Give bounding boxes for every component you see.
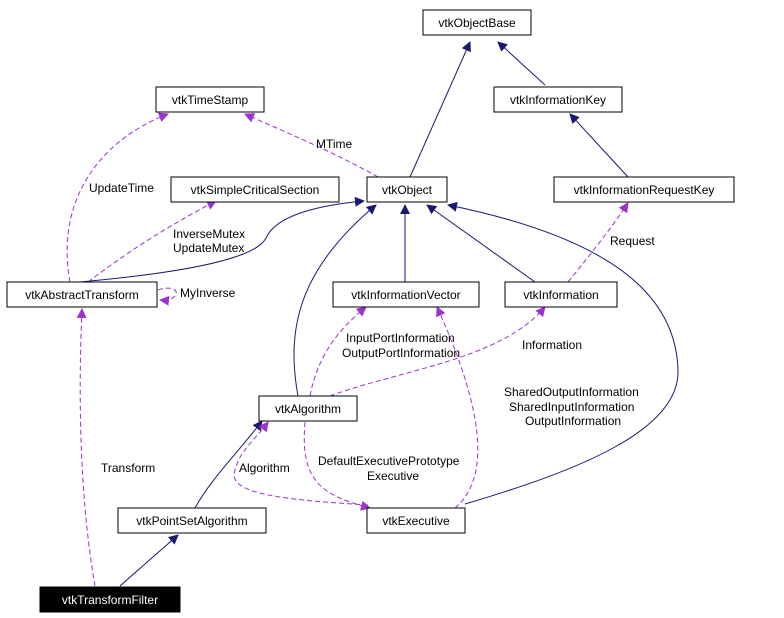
node-vtkAbstractTransform[interactable]: vtkAbstractTransform xyxy=(6,281,158,308)
edge-label-executive: Executive xyxy=(367,469,419,483)
node-vtkInformationRequestKey[interactable]: vtkInformationRequestKey xyxy=(553,176,735,203)
edge-label-inverse-mutex: InverseMutex xyxy=(173,227,245,241)
edge-object-to-objectbase xyxy=(409,41,471,178)
node-label: vtkTimeStamp xyxy=(172,93,249,107)
node-label: vtkSimpleCriticalSection xyxy=(191,183,320,197)
node-vtkPointSetAlgorithm[interactable]: vtkPointSetAlgorithm xyxy=(117,507,267,534)
edge-information xyxy=(329,306,546,397)
edge-my-inverse xyxy=(157,287,177,306)
edge-request xyxy=(567,202,629,283)
node-label: vtkObject xyxy=(382,183,433,197)
edge-algorithm xyxy=(233,421,369,506)
node-vtkObjectBase[interactable]: vtkObjectBase xyxy=(422,9,532,36)
edge-label-request: Request xyxy=(610,234,655,248)
edge-label-output-port-information: OutputPortInformation xyxy=(342,346,460,360)
node-vtkAlgorithm[interactable]: vtkAlgorithm xyxy=(258,395,358,422)
node-vtkInformation[interactable]: vtkInformation xyxy=(504,281,618,308)
node-label: vtkPointSetAlgorithm xyxy=(136,514,247,528)
node-vtkSimpleCriticalSection[interactable]: vtkSimpleCriticalSection xyxy=(170,176,340,203)
node-vtkInformationKey[interactable]: vtkInformationKey xyxy=(493,86,623,113)
edge-label-update-mutex: UpdateMutex xyxy=(173,241,244,255)
node-label: vtkInformationVector xyxy=(351,288,460,302)
inheritance-edges xyxy=(79,41,679,587)
edge-label-input-port-information: InputPortInformation xyxy=(346,331,455,345)
node-label: vtkInformationRequestKey xyxy=(574,183,715,197)
edge-executive xyxy=(303,421,371,511)
edge-label-output-information: OutputInformation xyxy=(525,414,621,428)
edge-label-algorithm: Algorithm xyxy=(239,461,290,475)
edge-abstracttransform-to-object xyxy=(79,196,365,283)
edge-label-shared-input-information: SharedInputInformation xyxy=(509,400,634,414)
node-label: vtkInformation xyxy=(523,288,598,302)
edge-information-to-object xyxy=(426,204,536,283)
edge-label-default-executive-prototype: DefaultExecutivePrototype xyxy=(318,454,460,468)
node-vtkExecutive[interactable]: vtkExecutive xyxy=(366,507,466,534)
edge-transform xyxy=(76,308,96,587)
node-label: vtkInformationKey xyxy=(510,93,606,107)
node-label: vtkExecutive xyxy=(382,514,450,528)
edge-label-update-time: UpdateTime xyxy=(89,181,154,195)
edge-label-mtime: MTime xyxy=(316,137,353,151)
edge-label-my-inverse: MyInverse xyxy=(180,286,236,300)
edge-executive-to-object xyxy=(447,201,679,505)
edge-pointsetalgorithm-to-algorithm xyxy=(194,420,263,509)
node-vtkObject[interactable]: vtkObject xyxy=(366,176,448,203)
edge-port-information xyxy=(309,306,367,397)
edge-label-information: Information xyxy=(522,338,582,352)
node-vtkTimeStamp[interactable]: vtkTimeStamp xyxy=(155,86,265,113)
edge-update-time xyxy=(66,112,169,283)
usage-edges xyxy=(66,112,629,587)
node-label: vtkAbstractTransform xyxy=(25,288,139,302)
node-label: vtkAlgorithm xyxy=(275,402,341,416)
edge-mtime xyxy=(244,113,379,178)
edge-labels: MTime UpdateTime InverseMutex UpdateMute… xyxy=(89,137,655,483)
edge-mutex xyxy=(87,200,217,283)
edge-transformfilter-to-pointsetalgorithm xyxy=(119,534,179,587)
edge-label-shared-output-information: SharedOutputInformation xyxy=(504,385,639,399)
node-vtkInformationVector[interactable]: vtkInformationVector xyxy=(332,281,480,308)
edge-label-transform: Transform xyxy=(101,461,155,475)
node-label: vtkObjectBase xyxy=(438,16,516,30)
edge-informationkey-to-objectbase xyxy=(497,41,546,86)
node-label: vtkTransformFilter xyxy=(62,593,158,607)
edge-requestkey-to-informationkey xyxy=(569,113,629,178)
edge-algorithm-to-object xyxy=(293,204,377,397)
node-vtkTransformFilter[interactable]: vtkTransformFilter xyxy=(39,586,181,613)
